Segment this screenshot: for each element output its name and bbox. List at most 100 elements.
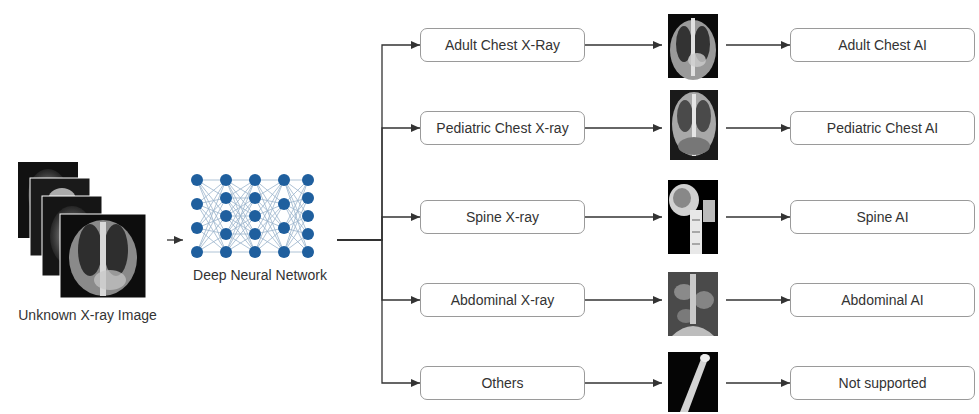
flow-arrow [585, 296, 790, 304]
node-label: Spine AI [856, 209, 908, 226]
spine-thumbnail [668, 180, 718, 254]
network-block: Deep Neural Network [183, 190, 337, 290]
flow-arrow [337, 240, 420, 387]
arrow-head [781, 296, 790, 304]
arrow-head [653, 213, 662, 221]
flow-arrow [337, 213, 420, 240]
flow-arrow [337, 41, 420, 240]
arrow-head [411, 296, 420, 304]
network-neuron [191, 198, 203, 210]
arrow-head [781, 379, 790, 387]
connector-line [585, 299, 662, 300]
arrow-head [411, 379, 420, 387]
flow-arrow [585, 41, 790, 49]
network-neuron [302, 246, 314, 258]
network-link [226, 180, 255, 234]
network-neuron [302, 192, 314, 204]
node-label: Deep Neural Network [193, 267, 327, 284]
ai-module-box: Spine AI [790, 200, 975, 234]
connector-line [726, 216, 790, 217]
network-neuron [278, 174, 290, 186]
network-neuron [249, 246, 261, 258]
network-neuron [220, 174, 232, 186]
flow-arrow [167, 236, 183, 244]
connector-line [337, 45, 420, 240]
arrow-head [781, 124, 790, 132]
input-image-stack: Unknown X-ray Image [8, 150, 167, 330]
network-neuron [220, 192, 232, 204]
arrow-head [411, 124, 420, 132]
network-neuron [191, 174, 203, 186]
category-box: Abdominal X-ray [420, 283, 585, 317]
flow-arrow [585, 213, 790, 221]
network-neuron [302, 228, 314, 240]
network-neuron [278, 222, 290, 234]
connector-line [726, 299, 790, 300]
arrow-head [653, 379, 662, 387]
network-neuron [220, 246, 232, 258]
xray-stack [18, 162, 146, 298]
ai-module-box: Abdominal AI [790, 283, 975, 317]
node-label: Abdominal AI [841, 292, 924, 309]
network-neuron [220, 210, 232, 222]
category-box: Others [420, 366, 585, 400]
connector-line [726, 127, 790, 128]
neural-network-icon [197, 180, 308, 252]
neural-network-nodes [191, 174, 314, 258]
connector-line [585, 44, 662, 45]
node-label: Abdominal X-ray [451, 292, 555, 309]
abdominal-thumbnail [668, 272, 718, 336]
network-neuron [220, 228, 232, 240]
connector-line [585, 127, 662, 128]
flow-arrow [585, 379, 790, 387]
ai-module-box: Pediatric Chest AI [790, 111, 975, 145]
node-label: Others [481, 375, 523, 392]
network-neuron [249, 210, 261, 222]
node-label: Adult Chest X-Ray [445, 37, 560, 54]
node-label: Unknown X-ray Image [18, 307, 157, 324]
ai-module-box: Adult Chest AI [790, 28, 975, 62]
network-neuron [249, 192, 261, 204]
network-neuron [249, 228, 261, 240]
network-neuron [191, 246, 203, 258]
connector-line [337, 240, 420, 300]
ai-module-box: Not supported [790, 366, 975, 400]
network-neuron [191, 222, 203, 234]
network-neuron [302, 210, 314, 222]
node-label: Adult Chest AI [838, 37, 927, 54]
arrow-head [174, 236, 183, 244]
arrow-head [781, 213, 790, 221]
category-box: Spine X-ray [420, 200, 585, 234]
connector-line [337, 128, 420, 240]
connector-line [337, 240, 420, 383]
network-neuron [278, 198, 290, 210]
flow-arrow [585, 124, 790, 132]
connector-line [585, 382, 662, 383]
adult-chest-thumbnail [668, 14, 718, 80]
category-box: Pediatric Chest X-ray [420, 111, 585, 145]
network-neuron [278, 246, 290, 258]
arrow-head [653, 296, 662, 304]
node-label: Not supported [839, 375, 927, 392]
network-neuron [249, 174, 261, 186]
connector-line [585, 216, 662, 217]
network-link [226, 198, 255, 252]
connector-line [726, 382, 790, 383]
node-label: Pediatric Chest X-ray [436, 120, 568, 137]
node-label: Pediatric Chest AI [827, 120, 938, 137]
node-label: Spine X-ray [466, 209, 539, 226]
network-link [226, 180, 255, 234]
category-box: Adult Chest X-Ray [420, 28, 585, 62]
connector-line [726, 44, 790, 45]
flow-arrow [337, 240, 420, 304]
other-xray-thumbnail [668, 352, 718, 412]
flow-arrow [337, 124, 420, 240]
pediatric-chest-thumbnail [670, 90, 718, 160]
connector-line [337, 217, 420, 240]
arrow-head [781, 41, 790, 49]
arrow-head [411, 213, 420, 221]
arrow-head [653, 124, 662, 132]
network-neuron [302, 174, 314, 186]
arrow-head [653, 41, 662, 49]
network-link [226, 198, 255, 252]
